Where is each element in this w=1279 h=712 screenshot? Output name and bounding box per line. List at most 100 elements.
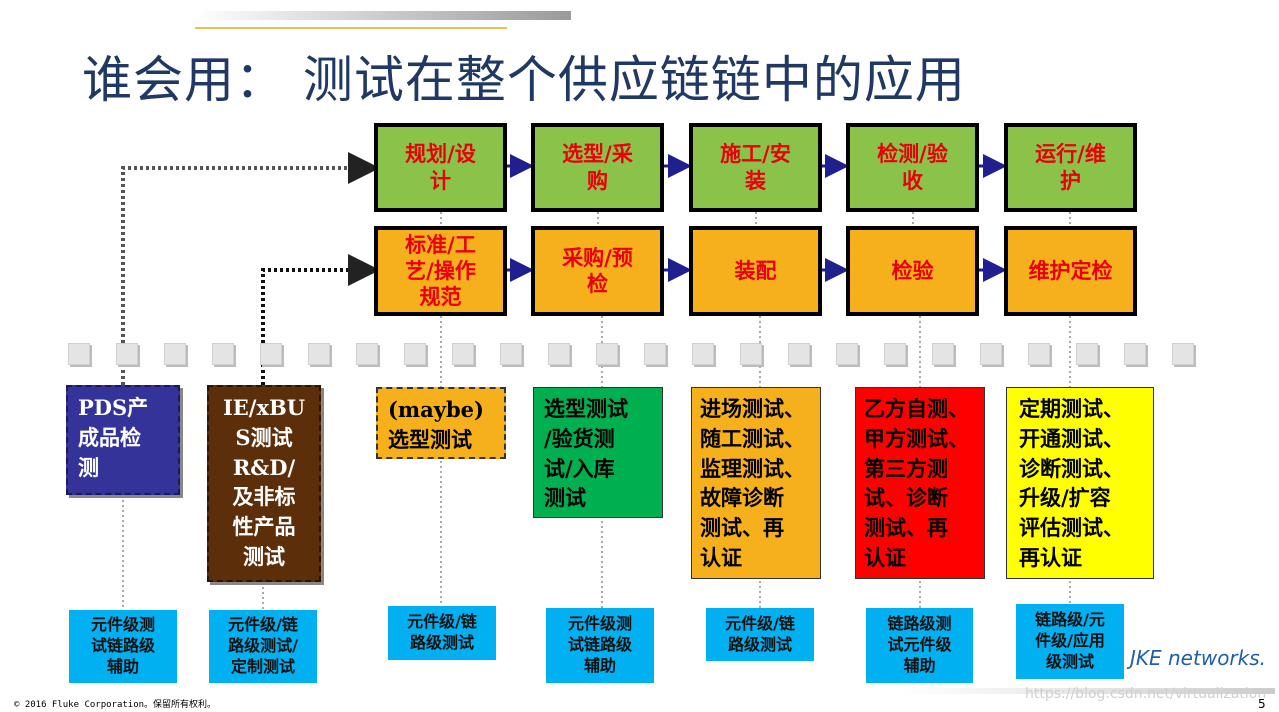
- level-box: 链路级/元件级/应用级测试: [1016, 604, 1124, 679]
- tester-line: 第三方测: [864, 455, 948, 481]
- tester-line: 开通测试、: [1019, 425, 1124, 451]
- level-line: 辅助: [583, 655, 616, 675]
- separator-square: [404, 343, 426, 365]
- tester-line: PDS产: [78, 395, 149, 420]
- activity-label-line: 检验: [891, 257, 934, 283]
- copyright-footer: © 2016 Fluke Corporation。保留所有权利。: [14, 700, 217, 710]
- stage-label-line: 检测/验: [877, 141, 948, 167]
- level-line: 试链路级: [567, 635, 632, 655]
- tester-line: 进场测试、: [700, 396, 805, 421]
- level-line: 链路级测: [887, 614, 952, 634]
- level-box: 元件级测试链路级辅助: [69, 610, 177, 683]
- activity-label-line: 维护定检: [1028, 257, 1113, 283]
- separator-square: [740, 343, 762, 365]
- tester-line: 乙方自测、: [864, 396, 969, 421]
- tester-line: 随工测试、: [700, 425, 805, 451]
- tester-line: 测试: [544, 485, 586, 511]
- activity-label-line: 采购/预: [562, 244, 633, 270]
- stage-box-planning: 规划/设计: [374, 123, 507, 212]
- tester-line: 选型测试: [544, 396, 628, 421]
- tester-line: IE/xBU: [222, 395, 306, 420]
- stage-box-installation: 施工/安装: [689, 123, 822, 212]
- stage-label-line: 购: [586, 167, 608, 193]
- tester-line: R&D/: [232, 454, 296, 480]
- rnd-connector: [261, 254, 380, 385]
- separator-square: [596, 343, 618, 365]
- stage-label-line: 计: [429, 167, 451, 193]
- level-box: 链路级测试元件级辅助: [866, 608, 973, 683]
- level-line: 元件级/链: [228, 615, 298, 635]
- brand-logo: JKE networks.: [1130, 646, 1267, 670]
- separator-square: [116, 343, 138, 365]
- separator-square: [68, 343, 90, 365]
- tester-box-acceptance-test: 乙方自测、甲方测试、第三方测试、诊断测试、再认证: [855, 387, 985, 579]
- activity-label-line: 装配: [734, 257, 777, 283]
- tester-line: 试/入库: [544, 455, 615, 481]
- header-gradient-bar: [195, 11, 571, 20]
- page-title: 谁会用： 测试在整个供应链链中的应用: [82, 51, 966, 109]
- tester-line: 及非标: [232, 484, 296, 510]
- tester-box-installation-test: 进场测试、随工测试、监理测试、故障诊断测试、再认证: [691, 387, 821, 579]
- separator-square: [164, 343, 186, 365]
- separator-square: [452, 343, 474, 365]
- tester-line: 测试、再: [864, 515, 948, 541]
- tester-line: 定期测试、: [1019, 396, 1124, 421]
- separator-square: [356, 343, 378, 365]
- level-line: 试元件级: [887, 635, 952, 655]
- stage-label-line: 规划/设: [405, 141, 476, 167]
- stage-label-line: 选型/采: [562, 141, 633, 167]
- level-line: 路级测试: [409, 633, 474, 652]
- activity-box-standards: 标准/工艺/操作规范: [374, 226, 507, 316]
- separator-square: [1028, 343, 1050, 365]
- page-number: 5: [1258, 697, 1266, 711]
- level-line: 元件级/链: [407, 612, 477, 632]
- stage-label-line: 运行/维: [1035, 141, 1106, 167]
- pds-connector: [121, 152, 380, 385]
- activity-label-line: 标准/工: [405, 231, 476, 257]
- tester-line: 测试、再: [700, 515, 784, 541]
- level-line: 辅助: [106, 656, 139, 676]
- tester-line: 测试: [243, 544, 285, 570]
- tester-line: 升级/扩容: [1019, 485, 1111, 511]
- level-line: 路级测试/: [228, 636, 298, 656]
- separator-square: [548, 343, 570, 365]
- separator-square: [500, 343, 522, 365]
- separator-square: [836, 343, 858, 365]
- tester-line: 故障诊断: [700, 485, 784, 511]
- tester-line: /验货测: [544, 425, 615, 451]
- separator-square: [308, 343, 330, 365]
- tester-line: 监理测试、: [700, 455, 805, 481]
- activity-box-maintenance: 维护定检: [1004, 226, 1137, 316]
- separator-square: [260, 343, 282, 365]
- header-accent-line: [195, 27, 507, 29]
- tester-line: 诊断测试、: [1019, 455, 1124, 481]
- separator-square: [884, 343, 906, 365]
- level-line: 路级测试: [727, 634, 792, 654]
- tester-box-selection-maybe: (maybe)选型测试: [376, 387, 506, 459]
- activity-label-line: 规范: [419, 284, 462, 310]
- tester-line: 性产品: [232, 514, 296, 540]
- separator-square: [1076, 343, 1098, 365]
- separator-square: [1124, 343, 1146, 365]
- level-box: 元件级/链路级测试: [388, 606, 496, 660]
- level-line: 元件级测: [90, 615, 155, 635]
- separator-square: [932, 343, 954, 365]
- level-line: 链路级/元: [1035, 610, 1105, 630]
- tester-line: 甲方测试、: [864, 425, 969, 451]
- separator-square: [644, 343, 666, 365]
- level-line: 定制测试: [230, 656, 295, 676]
- level-box: 元件级测试链路级辅助: [546, 608, 654, 683]
- level-box: 元件级/链路级测试: [706, 608, 814, 661]
- stage-box-procurement: 选型/采购: [531, 123, 664, 212]
- separator-square: [788, 343, 810, 365]
- stage-label-line: 收: [901, 167, 923, 193]
- level-line: 辅助: [903, 655, 936, 675]
- level-line: 试链路级: [90, 636, 155, 656]
- tester-box-procurement-test: 选型测试/验货测试/入库测试: [533, 387, 663, 518]
- tester-line: 选型测试: [388, 426, 472, 452]
- activity-label-line: 艺/操作: [405, 257, 476, 283]
- tester-box-pds: PDS产成品检测: [66, 385, 180, 495]
- stage-label-line: 施工/安: [720, 141, 791, 167]
- level-line: 元件级测: [567, 614, 632, 634]
- level-line: 级测试: [1045, 651, 1094, 671]
